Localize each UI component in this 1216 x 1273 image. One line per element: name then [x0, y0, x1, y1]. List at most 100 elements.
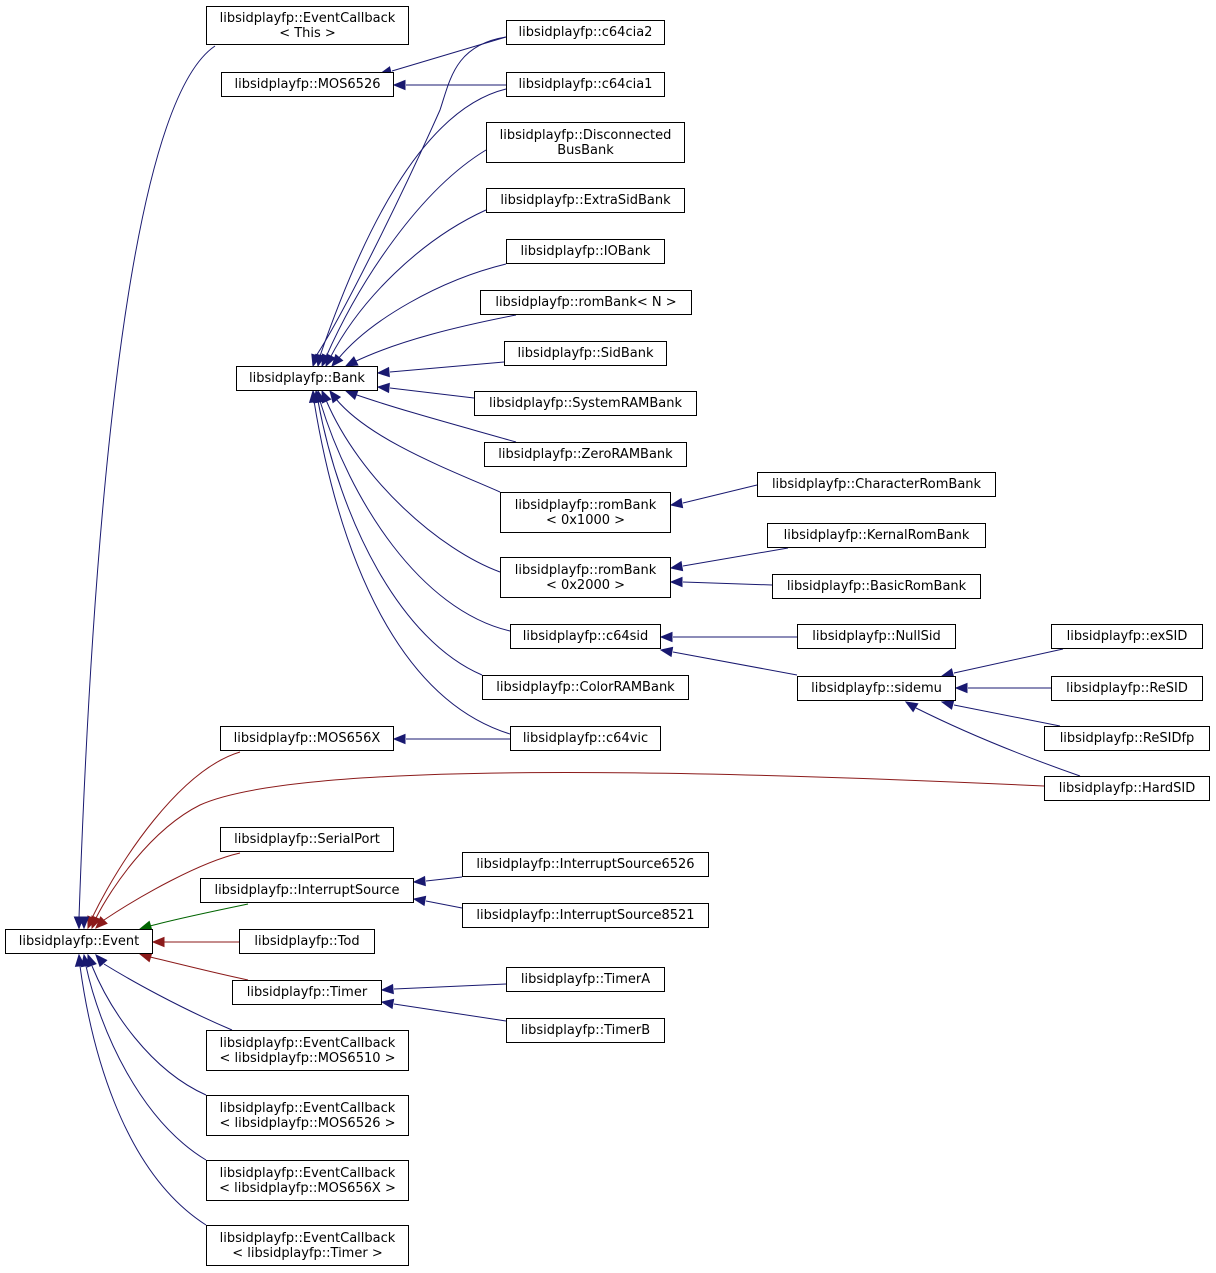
- edge-basicrombank-to-rombank-2000: [682, 581, 773, 586]
- edge-interruptsource6526-to-interruptsource: [425, 876, 463, 882]
- edge-iobank-to-bank: [337, 263, 507, 360]
- edge-residfp-to-sidemu: [953, 704, 1061, 727]
- class-node-residfp[interactable]: libsidplayfp::ReSIDfp: [1044, 726, 1210, 751]
- class-node-iobank[interactable]: libsidplayfp::IOBank: [506, 239, 665, 264]
- class-node-label: libsidplayfp::romBank: [514, 497, 657, 513]
- class-node-timera[interactable]: libsidplayfp::TimerA: [506, 967, 665, 992]
- class-node-label: libsidplayfp::EventCallback: [219, 1230, 396, 1246]
- edge-c64cia1-to-mos6526-arrowhead: [392, 79, 406, 91]
- class-node-basicrombank[interactable]: libsidplayfp::BasicRomBank: [772, 574, 981, 599]
- edge-c64cia1-to-bank: [319, 88, 507, 357]
- edge-rombank-1000-to-bank: [335, 398, 501, 493]
- class-node-timerb[interactable]: libsidplayfp::TimerB: [506, 1018, 665, 1043]
- class-node-event[interactable]: libsidplayfp::Event: [5, 929, 153, 954]
- edge-timer-to-event-arrowhead: [138, 952, 153, 963]
- edge-nullsid-to-c64sid-arrowhead: [659, 631, 673, 643]
- class-node-systemrambank[interactable]: libsidplayfp::SystemRAMBank: [474, 391, 697, 416]
- class-node-eventcallback-mos656x[interactable]: libsidplayfp::EventCallback< libsidplayf…: [206, 1160, 409, 1201]
- class-node-label: libsidplayfp::MOS6526: [234, 77, 381, 92]
- class-node-interruptsource6526[interactable]: libsidplayfp::InterruptSource6526: [462, 852, 709, 877]
- edge-systemrambank-to-bank: [389, 387, 475, 399]
- class-node-mos6526[interactable]: libsidplayfp::MOS6526: [221, 72, 394, 97]
- edge-interruptsource8521-to-interruptsource-arrowhead: [412, 895, 427, 907]
- class-node-rombank-2000[interactable]: libsidplayfp::romBank< 0x2000 >: [500, 557, 671, 598]
- class-node-colorrambank[interactable]: libsidplayfp::ColorRAMBank: [482, 675, 689, 700]
- edge-extrasidbank-to-bank: [329, 209, 487, 359]
- edge-interruptsource-to-event: [149, 903, 249, 927]
- class-node-sidbank[interactable]: libsidplayfp::SidBank: [504, 341, 667, 366]
- edge-c64cia2-to-mos6526: [391, 36, 507, 72]
- edge-rombank-n-to-bank-arrowhead: [344, 356, 359, 367]
- edge-iobank-to-bank-arrowhead: [331, 353, 344, 368]
- edge-residfp-to-sidemu-arrowhead: [940, 699, 955, 710]
- class-node-tod[interactable]: libsidplayfp::Tod: [239, 929, 375, 954]
- class-node-c64vic[interactable]: libsidplayfp::c64vic: [510, 726, 661, 751]
- class-node-nullsid[interactable]: libsidplayfp::NullSid: [797, 624, 956, 649]
- class-node-label: libsidplayfp::ColorRAMBank: [496, 680, 675, 695]
- class-node-extrasidbank[interactable]: libsidplayfp::ExtraSidBank: [486, 188, 685, 213]
- class-node-serialport[interactable]: libsidplayfp::SerialPort: [220, 827, 394, 852]
- class-node-c64cia2[interactable]: libsidplayfp::c64cia2: [506, 20, 665, 45]
- class-node-rombank-1000[interactable]: libsidplayfp::romBank< 0x1000 >: [500, 492, 671, 533]
- edge-c64cia2-to-bank: [315, 36, 507, 357]
- edge-hardsid-to-sidemu: [915, 707, 1081, 777]
- edge-rombank-2000-to-bank: [325, 399, 501, 573]
- edge-eventcallback-mos656x-to-event: [85, 965, 207, 1161]
- class-node-label: libsidplayfp::c64sid: [522, 629, 649, 644]
- edge-eventcallback-mos6510-to-event: [103, 963, 233, 1031]
- class-node-c64sid[interactable]: libsidplayfp::c64sid: [510, 624, 661, 649]
- class-node-rombank-n[interactable]: libsidplayfp::romBank< N >: [480, 290, 692, 315]
- edge-colorrambank-to-bank: [317, 400, 483, 676]
- class-node-zerorambank[interactable]: libsidplayfp::ZeroRAMBank: [484, 442, 687, 467]
- edge-c64vic-to-mos656x-arrowhead: [392, 733, 406, 745]
- edge-zerorambank-to-bank: [353, 393, 517, 443]
- edge-hardsid-to-event: [95, 771, 1045, 919]
- edge-zerorambank-to-bank-arrowhead: [344, 390, 359, 400]
- class-node-eventcallback-this[interactable]: libsidplayfp::EventCallback< This >: [206, 6, 409, 45]
- class-node-sidemu[interactable]: libsidplayfp::sidemu: [797, 676, 956, 701]
- edge-sidemu-to-c64sid-arrowhead: [659, 646, 674, 658]
- class-node-label: libsidplayfp::InterruptSource8521: [476, 908, 695, 923]
- class-node-eventcallback-mos6510[interactable]: libsidplayfp::EventCallback< libsidplayf…: [206, 1030, 409, 1071]
- class-node-label: libsidplayfp::TimerB: [520, 1023, 651, 1038]
- class-node-characterrombank[interactable]: libsidplayfp::CharacterRomBank: [757, 472, 996, 497]
- class-node-label: libsidplayfp::CharacterRomBank: [771, 477, 982, 492]
- class-node-exsid[interactable]: libsidplayfp::exSID: [1051, 624, 1203, 649]
- class-node-label: libsidplayfp::c64cia1: [518, 77, 653, 92]
- edge-eventcallback-this-to-event: [78, 45, 216, 919]
- class-node-mos656x[interactable]: libsidplayfp::MOS656X: [220, 726, 394, 751]
- class-node-label: libsidplayfp::InterruptSource6526: [476, 857, 695, 872]
- class-node-kernalrombank[interactable]: libsidplayfp::KernalRomBank: [767, 523, 986, 548]
- class-node-label: libsidplayfp::EventCallback: [219, 1165, 396, 1181]
- class-node-label: libsidplayfp::Bank: [249, 371, 365, 386]
- edge-characterrombank-to-rombank-1000-arrowhead: [669, 497, 684, 509]
- event-base-head-b-arrowhead: [78, 916, 90, 930]
- edge-c64vic-to-bank-arrowhead: [308, 389, 320, 403]
- class-node-timer[interactable]: libsidplayfp::Timer: [232, 980, 382, 1005]
- class-node-hardsid[interactable]: libsidplayfp::HardSID: [1044, 776, 1210, 801]
- class-node-bank[interactable]: libsidplayfp::Bank: [236, 366, 378, 391]
- edge-kernalrombank-to-rombank-2000: [682, 547, 789, 567]
- class-node-eventcallback-timer[interactable]: libsidplayfp::EventCallback< libsidplayf…: [206, 1225, 409, 1266]
- edge-disconnectedbusbank-to-bank: [325, 149, 487, 358]
- class-node-label: libsidplayfp::Timer: [246, 985, 368, 1000]
- class-node-eventcallback-mos6526[interactable]: libsidplayfp::EventCallback< libsidplayf…: [206, 1095, 409, 1136]
- class-node-interruptsource8521[interactable]: libsidplayfp::InterruptSource8521: [462, 903, 709, 928]
- edge-interruptsource6526-to-interruptsource-arrowhead: [412, 875, 426, 887]
- class-node-label: libsidplayfp::SidBank: [517, 346, 654, 361]
- class-node-label: libsidplayfp::BasicRomBank: [786, 579, 967, 594]
- edge-kernalrombank-to-rombank-2000-arrowhead: [669, 560, 684, 572]
- edge-timera-to-timer: [393, 983, 507, 990]
- edge-characterrombank-to-rombank-1000: [682, 484, 758, 504]
- class-node-label: libsidplayfp::HardSID: [1058, 781, 1196, 796]
- class-node-c64cia1[interactable]: libsidplayfp::c64cia1: [506, 72, 665, 97]
- edge-sidbank-to-bank-arrowhead: [376, 366, 390, 378]
- edge-rombank-n-to-bank: [353, 314, 517, 363]
- class-node-resid[interactable]: libsidplayfp::ReSID: [1051, 676, 1203, 701]
- edge-hardsid-to-event-arrowhead: [91, 915, 102, 930]
- class-node-label: libsidplayfp::sidemu: [811, 681, 942, 696]
- class-node-interruptsource[interactable]: libsidplayfp::InterruptSource: [200, 878, 414, 903]
- edge-tod-to-event-arrowhead: [151, 936, 165, 948]
